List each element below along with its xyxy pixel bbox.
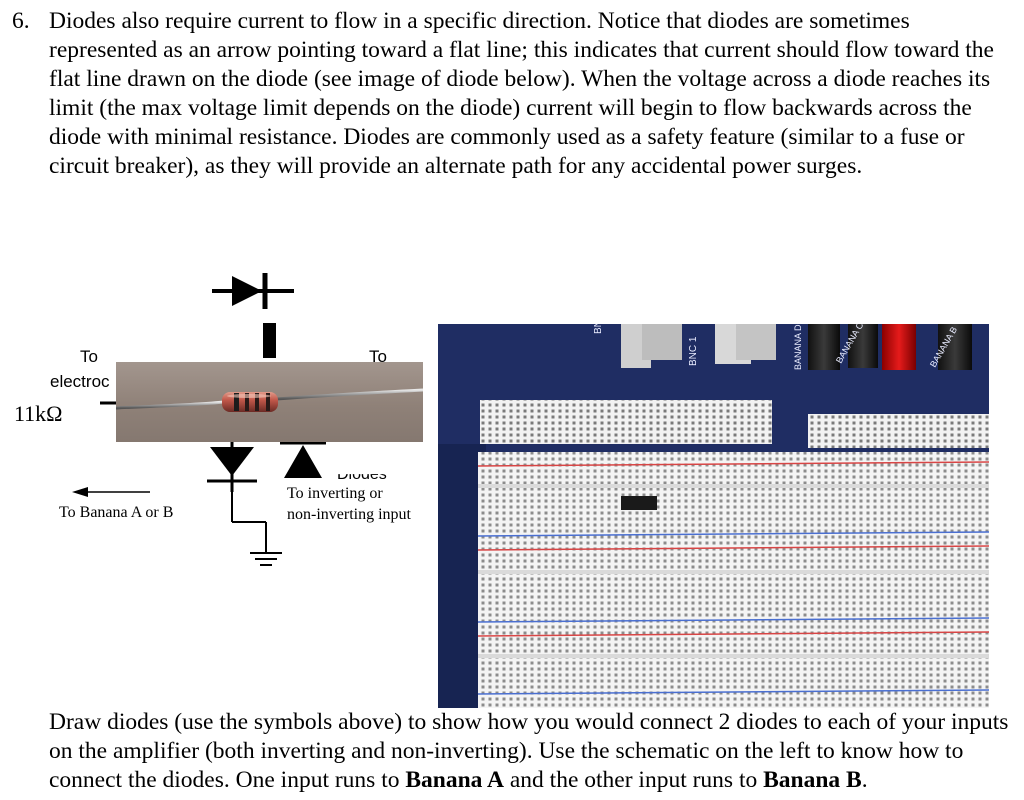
list-number: 6.: [12, 8, 30, 34]
label-to-electrode-top: To: [80, 347, 98, 366]
label-diodes: Diodes: [337, 466, 387, 483]
intro-paragraph: Diodes also require current to flow in a…: [49, 8, 994, 179]
instruction-text-1: Draw diodes (use the symbols above) to s…: [49, 709, 1009, 793]
diode-photo: [116, 362, 423, 442]
label-electrode: electroc: [50, 372, 110, 391]
label-bnc1: BNC 1: [688, 336, 699, 366]
instruction-paragraph: Draw diodes (use the symbols above) to s…: [49, 708, 1021, 795]
diode-schematic: [72, 273, 423, 566]
label-banana-d: BANANA D: [793, 324, 803, 370]
breadboard-photo: BNC 2 BNC 1 BANANA D BANANA C BANANA B: [438, 324, 989, 708]
label-banana: To Banana A or B: [59, 504, 174, 521]
instruction-text-3: .: [861, 767, 868, 793]
banana-b-label: Banana B: [763, 767, 862, 793]
label-resistor-value: 11kΩ: [14, 401, 63, 426]
diode-symbol-up: [280, 441, 326, 478]
instruction-text-2: and the other input runs to: [503, 767, 764, 793]
diode-symbol-top: [212, 273, 294, 309]
label-bnc2: BNC 2: [593, 324, 604, 334]
label-to-amplifier-top: To: [369, 347, 387, 366]
diode-symbol-down: [207, 442, 257, 492]
label-noninverting: non-inverting input: [287, 506, 411, 523]
label-inverting: To inverting or: [287, 485, 383, 502]
banana-a-label: Banana A: [405, 767, 504, 793]
ground-symbol: [250, 552, 282, 566]
